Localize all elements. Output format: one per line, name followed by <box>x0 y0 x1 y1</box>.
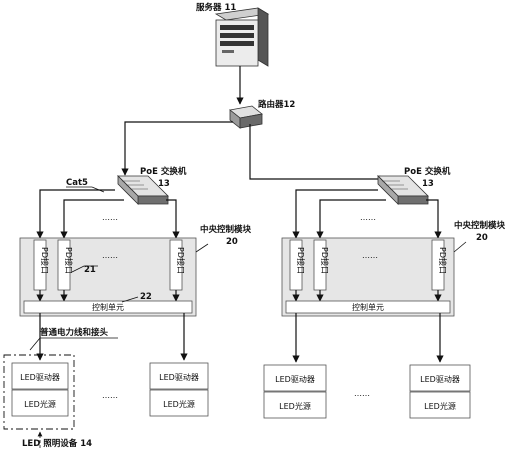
left-control-unit <box>23 300 193 314</box>
right-led-device-2-light-label: LED光源 <box>424 401 456 411</box>
left-led-device-2-light-label: LED光源 <box>163 399 195 409</box>
left-led-device-1-light-label: LED光源 <box>24 399 56 409</box>
left-poe-switch-icon <box>117 175 169 205</box>
ref-22-label: 22 <box>140 292 152 302</box>
ref-22-pointer <box>121 296 139 303</box>
left-pd-port-2-label: PD接口 <box>64 247 74 274</box>
right-led-device-1-driver-label: LED驱动器 <box>275 374 315 384</box>
right-led-device-2-driver-label: LED驱动器 <box>420 374 460 384</box>
right-pd-port-3-label: PD接口 <box>438 247 448 274</box>
left-control-unit-label: 控制单元 <box>92 302 124 312</box>
router-label: 路由器12 <box>258 99 295 110</box>
server-label: 服务器 11 <box>196 2 236 13</box>
right-control-unit-label: 控制单元 <box>352 302 384 312</box>
right-pd-port-2-label: PD接口 <box>320 247 330 274</box>
right-switch-pd2-link <box>316 199 386 239</box>
left-switch-pd1-link <box>36 189 115 239</box>
right-poe-switch-icon <box>377 175 429 205</box>
left-led-device-1-light <box>11 389 69 417</box>
left-led-device-2-driver-label: LED驱动器 <box>159 372 199 382</box>
left-switch-pd2-link <box>60 199 124 239</box>
power-line-label: 普通电力线和接头 <box>40 327 109 338</box>
left-devices-ellipsis: …… <box>102 391 118 400</box>
right-switch-ellipsis: …… <box>360 213 376 222</box>
left-ports-ellipsis: …… <box>102 251 118 260</box>
right-module-label: 中央控制模块 <box>454 220 506 231</box>
right-led-device-1-driver <box>263 364 327 392</box>
right-pd-port-1-label: PD接口 <box>296 247 306 274</box>
right-ports-ellipsis: …… <box>362 251 378 260</box>
led-device-label: LED 照明设备 14 <box>22 438 92 449</box>
ref-21-label: 21 <box>84 265 96 275</box>
left-switch-ellipsis: …… <box>102 213 118 222</box>
right-module-num: 20 <box>476 233 488 243</box>
right-module-pointer <box>453 241 467 253</box>
cat5-label: Cat5 <box>66 178 88 188</box>
server-icon <box>214 7 270 67</box>
right-control-unit <box>285 300 451 314</box>
left-module-num: 20 <box>226 237 238 247</box>
left-module-pointer <box>195 243 209 253</box>
left-switch-label: PoE 交换机 <box>140 166 187 177</box>
right-led-device-1-light-label: LED光源 <box>279 401 311 411</box>
router-left-switch-link <box>121 121 233 176</box>
left-led-device-1-driver-label: LED驱动器 <box>20 372 60 382</box>
left-led-device-2-light <box>149 389 209 417</box>
router-icon <box>229 105 263 129</box>
right-led-device-1-light <box>263 391 327 419</box>
left-pd-port-1-label: PD接口 <box>40 247 50 274</box>
ref-21-pointer <box>71 265 98 273</box>
right-switch-pd3-link <box>426 199 442 239</box>
right-devices-ellipsis: …… <box>354 389 370 398</box>
router-right-switch-link <box>249 124 387 183</box>
right-led-device-2-driver <box>409 364 471 392</box>
cat5-pointer <box>91 186 105 193</box>
power-line-pointer <box>29 337 41 351</box>
right-led-device-2-light <box>409 391 471 419</box>
left-module-label: 中央控制模块 <box>200 224 252 235</box>
left-switch-num: 13 <box>158 179 170 189</box>
left-led-device-1-driver <box>11 362 69 390</box>
left-pd-port-3-label: PD接口 <box>176 247 186 274</box>
left-led-device-2-driver <box>149 362 209 390</box>
led-device-highlight-box <box>3 354 75 430</box>
right-switch-pd1-link <box>292 189 378 239</box>
right-switch-label: PoE 交换机 <box>404 166 451 177</box>
left-switch-pd3-link <box>166 199 180 239</box>
right-switch-num: 13 <box>422 179 434 189</box>
